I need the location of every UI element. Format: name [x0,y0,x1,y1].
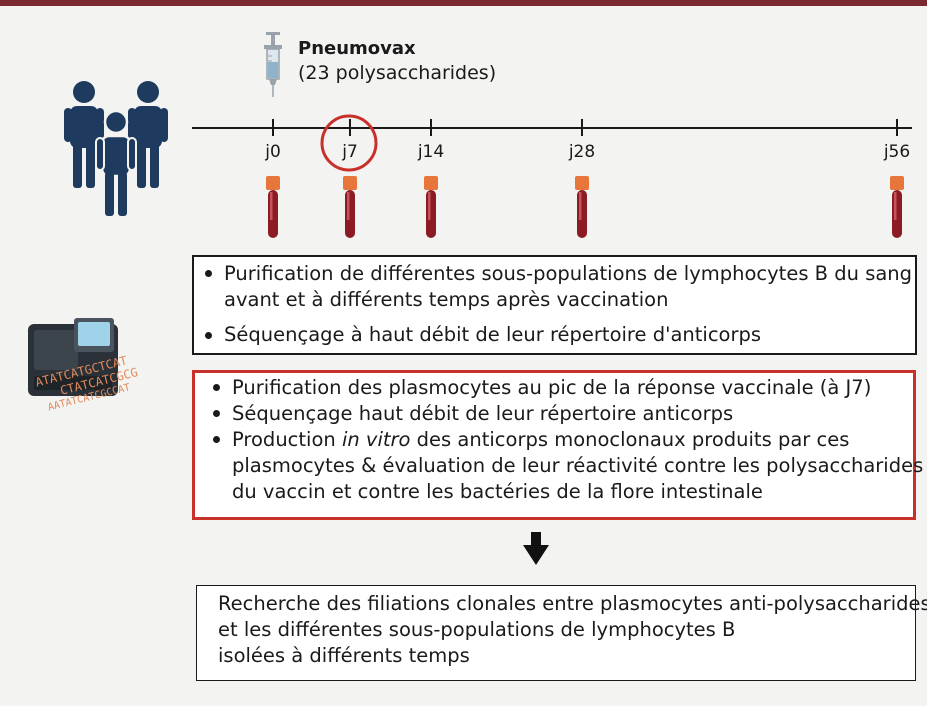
box2-bullet-1: Purification des plasmocytes au pic de l… [232,376,872,399]
bullet-dot [213,384,220,391]
down-arrow-icon [523,532,549,565]
methods-box-2-highlighted [192,370,916,520]
conclusion-line-1: Recherche des filiations clonales entre … [218,592,927,615]
timeline [192,114,912,172]
blood-tube-icon [343,176,357,238]
timepoint-label: j28 [568,142,596,162]
conclusion-line-3: isolées à différents temps [218,644,470,667]
box1-bullet-1-line-2: avant et à différents temps après vaccin… [224,288,669,311]
timepoint-label: j14 [417,142,445,162]
vaccine-name: Pneumovax [298,38,416,59]
methods-box-1 [192,255,917,355]
sequencer-machine-icon [28,318,118,396]
blood-tube-icon [890,176,904,238]
blood-tube-icon [266,176,280,238]
blood-tube-icon [575,176,589,238]
bullet-dot [213,436,220,443]
text-emphasis: in vitro [341,428,411,451]
bullet-dot [205,270,212,277]
people-group-icon [64,81,168,216]
text-part: Production [232,428,342,451]
text-part: des anticorps monoclonaux produits par c… [410,428,850,451]
bullet-dot [205,332,212,339]
box2-bullet-3-line-1: Production in vitro des anticorps monocl… [232,427,849,452]
box1-bullet-1-line-1: Purification de différentes sous-populat… [224,262,913,285]
vaccine-detail: (23 polysaccharides) [298,62,497,84]
conclusion-line-2: et les différentes sous-populations de l… [218,618,736,641]
conclusion-box [196,585,916,681]
timepoint-label: j7 [342,142,358,162]
timepoint-label: j56 [883,142,911,162]
timepoint-label: j0 [265,142,281,162]
box2-bullet-2: Séquençage haut débit de leur répertoire… [232,402,734,425]
top-accent-bar [0,0,927,6]
box2-bullet-3-line-3: du vaccin et contre les bactéries de la … [232,480,763,503]
box1-bullet-2: Séquençage à haut débit de leur répertoi… [224,323,762,346]
syringe-icon [264,32,282,97]
box2-bullet-3-line-2: plasmocytes & évaluation de leur réactiv… [232,454,924,477]
blood-tube-icon [424,176,438,238]
highlight-circle [320,114,378,172]
bullet-dot [213,410,220,417]
